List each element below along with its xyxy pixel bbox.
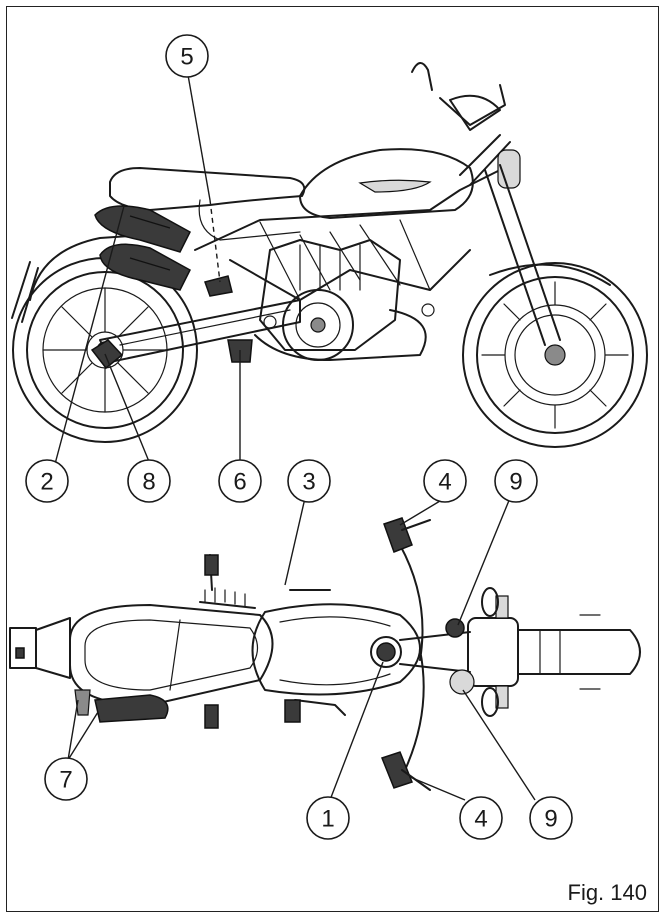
callout-4-top-label: 4 xyxy=(438,469,451,496)
side-view-motorcycle xyxy=(11,62,648,448)
front-wheel xyxy=(462,262,648,448)
callout-4-top: 4 xyxy=(423,459,467,503)
callout-2: 2 xyxy=(25,459,69,503)
callout-4-bottom: 4 xyxy=(459,796,503,840)
callout-6: 6 xyxy=(218,459,262,503)
callout-3: 3 xyxy=(287,459,331,503)
callout-7: 7 xyxy=(44,757,88,801)
callout-5: 5 xyxy=(165,34,209,78)
callout-3-label: 3 xyxy=(302,469,315,496)
callout-9-top-label: 9 xyxy=(509,469,522,496)
callout-7-label: 7 xyxy=(59,767,72,794)
callout-8-label: 8 xyxy=(142,469,155,496)
callout-1: 1 xyxy=(306,796,350,840)
callout-6-label: 6 xyxy=(233,469,246,496)
figure-label: Fig. 140 xyxy=(567,880,648,905)
callout-4-bottom-label: 4 xyxy=(474,806,487,833)
callout-9-bottom-label: 9 xyxy=(544,806,557,833)
callout-9-bottom: 9 xyxy=(529,796,573,840)
leader-lines xyxy=(54,74,536,801)
figure-frame xyxy=(6,6,659,912)
callout-8: 8 xyxy=(127,459,171,503)
callout-1-label: 1 xyxy=(321,806,334,833)
top-view-motorcycle xyxy=(9,517,641,791)
callout-5-label: 5 xyxy=(180,44,193,71)
callout-9-top: 9 xyxy=(494,459,538,503)
callout-2-label: 2 xyxy=(40,469,53,496)
